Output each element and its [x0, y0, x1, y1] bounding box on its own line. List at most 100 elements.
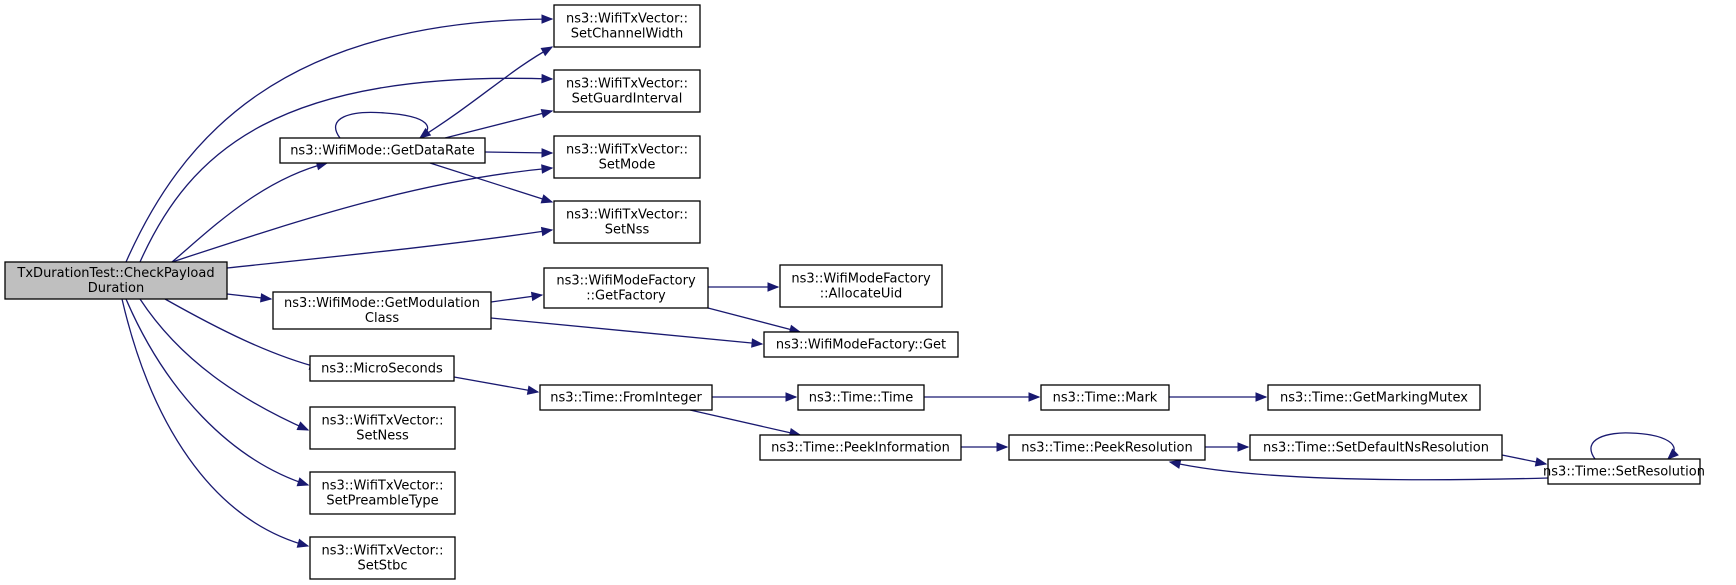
node-box	[779, 264, 943, 308]
arrowhead-get-modulation-class-to-get-factory	[530, 291, 544, 302]
node-box	[1249, 434, 1503, 461]
node-box	[553, 69, 701, 113]
edge-root-to-set-guard-interval	[139, 77, 553, 263]
node-box	[553, 200, 701, 244]
edge-root-to-set-channel-width	[125, 18, 553, 263]
arrowhead-micro-seconds-to-from-integer	[526, 385, 540, 395]
node-set-channel-width[interactable]: ns3::WifiTxVector::SetChannelWidth	[553, 4, 701, 48]
node-label: ns3::WifiTxVector::	[321, 414, 443, 429]
node-label: SetChannelWidth	[571, 27, 684, 42]
node-box	[553, 135, 701, 179]
node-box	[309, 471, 456, 515]
node-allocate-uid[interactable]: ns3::WifiModeFactory::AllocateUid	[779, 264, 943, 308]
node-set-nss[interactable]: ns3::WifiTxVector::SetNss	[553, 200, 701, 244]
arrowhead-root-to-set-stbc	[296, 538, 310, 548]
node-label: ns3::Time::FromInteger	[550, 391, 702, 406]
arrowhead-get-data-rate-to-set-channel-width	[540, 46, 554, 57]
node-box	[1547, 458, 1701, 485]
node-set-resolution[interactable]: ns3::Time::SetResolution	[1543, 458, 1705, 485]
arrowhead-get-modulation-class-to-factory-get	[751, 338, 764, 348]
node-box	[1040, 384, 1170, 411]
arrowhead-set-resolution-to-set-resolution	[1667, 448, 1679, 460]
node-get-data-rate[interactable]: ns3::WifiMode::GetDataRate	[279, 137, 486, 164]
node-label: ns3::WifiMode::GetDataRate	[290, 144, 475, 159]
node-set-mode[interactable]: ns3::WifiTxVector::SetMode	[553, 135, 701, 179]
arrowhead-root-to-set-channel-width	[541, 14, 554, 24]
edge-get-data-rate-to-set-nss	[429, 162, 553, 203]
node-label: SetNss	[605, 223, 650, 238]
arrowhead-get-data-rate-to-set-nss	[540, 194, 554, 204]
node-box	[759, 434, 962, 461]
node-box	[763, 331, 959, 358]
node-box	[309, 536, 456, 580]
node-factory-get[interactable]: ns3::WifiModeFactory::Get	[763, 331, 959, 358]
edge-root-to-micro-seconds	[164, 298, 321, 369]
node-label: SetNess	[356, 429, 409, 444]
node-box	[309, 355, 455, 382]
node-label: Duration	[88, 281, 144, 296]
edge-get-data-rate-to-set-mode	[484, 151, 553, 154]
node-label: ns3::MicroSeconds	[321, 362, 443, 377]
node-from-integer[interactable]: ns3::Time::FromInteger	[539, 384, 713, 411]
node-label: SetMode	[599, 158, 656, 173]
node-layer: TxDurationTest::CheckPayloadDurationns3:…	[4, 4, 1705, 580]
node-label: ns3::Time::SetDefaultNsResolution	[1263, 441, 1489, 456]
node-peek-information[interactable]: ns3::Time::PeekInformation	[759, 434, 962, 461]
arrowhead-root-to-set-nss	[540, 226, 554, 237]
node-set-preamble-type[interactable]: ns3::WifiTxVector::SetPreambleType	[309, 471, 456, 515]
arrowhead-get-data-rate-to-set-mode	[541, 148, 554, 158]
node-label: ns3::WifiModeFactory::Get	[776, 338, 946, 353]
node-set-guard-interval[interactable]: ns3::WifiTxVector::SetGuardInterval	[553, 69, 701, 113]
node-get-factory[interactable]: ns3::WifiModeFactory::GetFactory	[543, 267, 709, 309]
node-label: SetPreambleType	[326, 494, 438, 509]
node-box	[1008, 434, 1206, 461]
node-label: ns3::Time::PeekInformation	[771, 441, 950, 456]
node-box	[309, 406, 456, 450]
node-label: ns3::Time::PeekResolution	[1021, 441, 1192, 456]
node-box	[4, 261, 228, 300]
edge-get-data-rate-to-get-data-rate	[334, 111, 429, 139]
edge-root-to-set-ness	[139, 298, 309, 431]
node-label: ns3::Time::GetMarkingMutex	[1280, 391, 1468, 406]
node-micro-seconds[interactable]: ns3::MicroSeconds	[309, 355, 455, 382]
node-box	[797, 384, 925, 411]
node-set-stbc[interactable]: ns3::WifiTxVector::SetStbc	[309, 536, 456, 580]
node-time-time[interactable]: ns3::Time::Time	[797, 384, 925, 411]
node-set-default-ns-resolution[interactable]: ns3::Time::SetDefaultNsResolution	[1249, 434, 1503, 461]
edge-get-modulation-class-to-factory-get	[490, 317, 763, 345]
node-label: Class	[365, 311, 399, 326]
node-box	[279, 137, 486, 164]
edge-get-data-rate-to-set-guard-interval	[444, 110, 553, 139]
edge-from-integer-to-peek-information	[689, 409, 801, 436]
edge-root-to-set-nss	[226, 229, 553, 269]
arrowhead-get-data-rate-to-set-guard-interval	[540, 108, 554, 119]
node-label: ns3::WifiTxVector::	[321, 479, 443, 494]
arrowhead-from-integer-to-time-time	[785, 392, 798, 402]
arrowhead-root-to-set-guard-interval	[541, 73, 554, 84]
node-label: ns3::WifiTxVector::	[566, 143, 688, 158]
node-label: SetStbc	[357, 559, 407, 574]
node-label: ::GetFactory	[586, 289, 666, 304]
node-time-mark[interactable]: ns3::Time::Mark	[1040, 384, 1170, 411]
node-peek-resolution[interactable]: ns3::Time::PeekResolution	[1008, 434, 1206, 461]
node-box	[272, 291, 492, 330]
arrowhead-time-mark-to-get-marking-mutex	[1255, 392, 1268, 402]
node-box	[539, 384, 713, 411]
node-label: ns3::WifiTxVector::	[566, 77, 688, 92]
arrowhead-set-default-ns-resolution-to-set-resolution	[1534, 457, 1548, 467]
edge-get-factory-to-factory-get	[707, 307, 801, 333]
edge-get-data-rate-to-set-channel-width	[419, 46, 553, 139]
edge-set-resolution-to-peek-resolution	[1169, 461, 1549, 481]
node-get-marking-mutex[interactable]: ns3::Time::GetMarkingMutex	[1267, 384, 1481, 411]
edge-root-to-set-stbc	[121, 298, 309, 547]
arrowhead-root-to-set-ness	[296, 421, 310, 431]
node-label: ns3::WifiTxVector::	[566, 12, 688, 27]
node-label: ns3::WifiTxVector::	[566, 208, 688, 223]
node-box	[543, 267, 709, 309]
node-set-ness[interactable]: ns3::WifiTxVector::SetNess	[309, 406, 456, 450]
node-label: ns3::WifiModeFactory	[556, 274, 696, 289]
arrowhead-peek-resolution-to-set-default-ns-resolution	[1237, 442, 1250, 452]
